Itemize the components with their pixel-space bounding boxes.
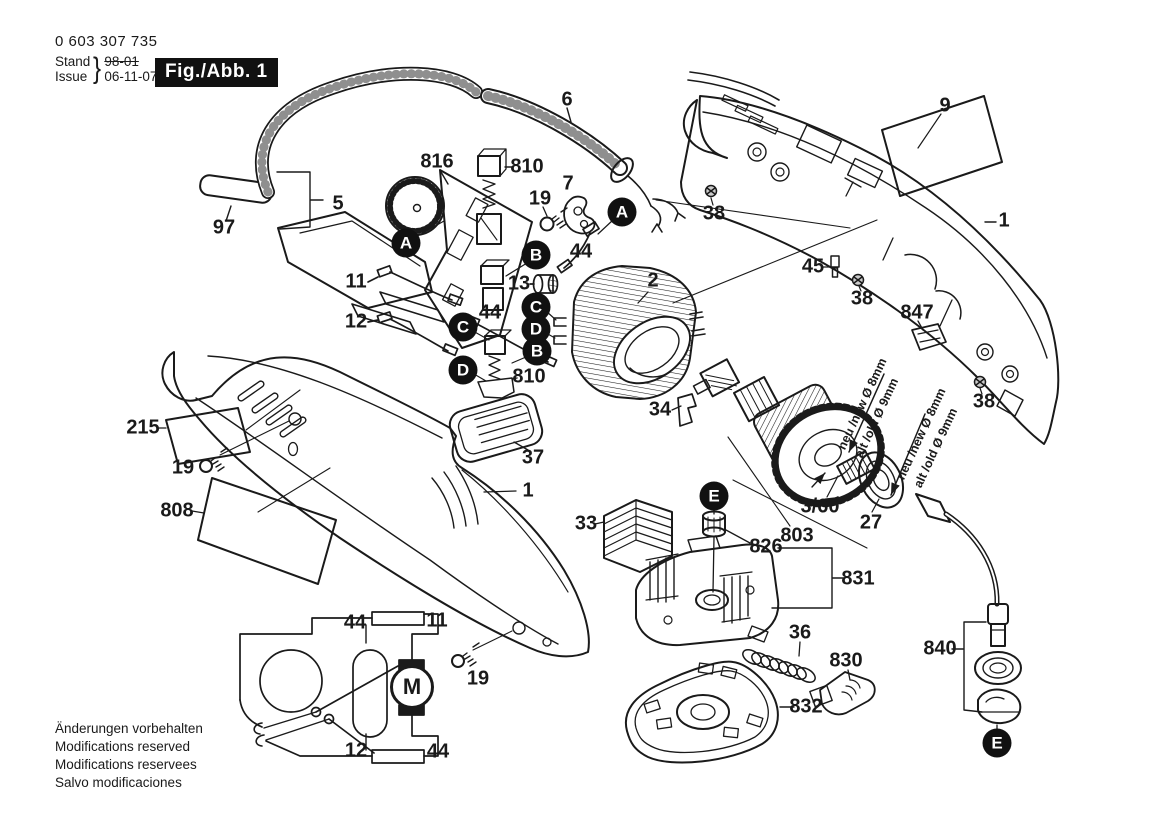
section-marker-e: E bbox=[699, 481, 729, 511]
part-callout-832: 832 bbox=[789, 695, 823, 718]
section-marker-c: C bbox=[448, 312, 478, 342]
part-callout-44: 44 bbox=[569, 240, 593, 263]
part-callout-33: 33 bbox=[574, 512, 598, 535]
dimension-arrows bbox=[848, 373, 926, 496]
stator-drawing bbox=[553, 219, 878, 400]
part-callout-34: 34 bbox=[648, 398, 672, 421]
section-marker-d: D bbox=[448, 355, 478, 385]
part-callout-19: 19 bbox=[528, 187, 552, 210]
armature-drawing bbox=[692, 358, 885, 549]
issue-label: Issue bbox=[55, 69, 88, 84]
part-callout-11: 11 bbox=[426, 609, 448, 632]
part-callout-36: 36 bbox=[788, 621, 812, 644]
figure-label: Fig./Abb. 1 bbox=[155, 58, 278, 87]
part-callout-803: 803 bbox=[780, 524, 814, 547]
section-marker-a: A bbox=[391, 228, 421, 258]
part-callout-45: 45 bbox=[801, 255, 825, 278]
part-callout-810: 810 bbox=[512, 365, 546, 388]
stand-label: Stand bbox=[55, 54, 91, 69]
part-callout-27: 27 bbox=[859, 511, 883, 534]
cable-sleeve-drawing bbox=[480, 88, 851, 233]
power-cord-drawing bbox=[199, 66, 483, 335]
part-callout-847: 847 bbox=[900, 301, 934, 324]
part-callout-6: 6 bbox=[561, 88, 573, 111]
part-callout-12: 12 bbox=[344, 739, 368, 762]
upper-housing-drawing bbox=[680, 71, 1060, 445]
section-marker-b: B bbox=[521, 240, 551, 270]
part-callout-816: 816 bbox=[420, 150, 454, 173]
part-callout-7: 7 bbox=[562, 172, 574, 195]
part-callout-1: 1 bbox=[998, 209, 1010, 232]
part-callout-37: 37 bbox=[521, 446, 545, 469]
part-callout-11: 11 bbox=[345, 270, 367, 293]
bearing-drawing bbox=[857, 451, 905, 509]
part-callout-38: 38 bbox=[850, 287, 874, 310]
part-callout-810: 810 bbox=[510, 155, 544, 178]
issue-date: 06-11-07 bbox=[104, 69, 158, 84]
part-callout-831: 831 bbox=[841, 567, 875, 590]
legal-notice: Änderungen vorbehalten Modifications res… bbox=[55, 720, 203, 792]
motor-symbol: M bbox=[390, 665, 434, 709]
carrier-plate-drawing bbox=[635, 505, 846, 647]
legal-line-fr: Modifications reservees bbox=[55, 757, 197, 772]
screw-and-clamp-drawing bbox=[539, 195, 596, 235]
section-marker-a: A bbox=[607, 197, 637, 227]
legal-line-en: Modifications reserved bbox=[55, 739, 191, 754]
legal-line-es: Salvo modificaciones bbox=[55, 775, 182, 790]
lower-housing-drawing bbox=[156, 351, 590, 668]
part-callout-826: 826 bbox=[749, 535, 783, 558]
part-number: 0 603 307 735 bbox=[55, 33, 158, 50]
part-callout-5: 5 bbox=[332, 192, 344, 215]
part-callout-840: 840 bbox=[923, 637, 957, 660]
section-marker-e: E bbox=[982, 728, 1012, 758]
part-callout-44: 44 bbox=[343, 611, 367, 634]
part-callout-9: 9 bbox=[939, 94, 951, 117]
part-callout-44: 44 bbox=[478, 301, 502, 324]
sanding-plate-drawing bbox=[624, 641, 876, 764]
part-callout-38: 38 bbox=[972, 390, 996, 413]
part-callout-19: 19 bbox=[466, 667, 490, 690]
part-callout-97: 97 bbox=[212, 216, 236, 239]
old-date: 98-01 bbox=[104, 54, 139, 69]
part-callout-12: 12 bbox=[344, 310, 368, 333]
part-callout-19: 19 bbox=[171, 456, 195, 479]
part-callout-3-60: 3/60 bbox=[800, 495, 840, 518]
part-callout-1: 1 bbox=[522, 479, 534, 502]
heatsink-drawing bbox=[594, 499, 673, 573]
part-callout-808: 808 bbox=[160, 499, 194, 522]
part-callout-2: 2 bbox=[647, 269, 659, 292]
small-fasteners-drawing bbox=[704, 184, 987, 395]
legal-line-de: Änderungen vorbehalten bbox=[55, 721, 203, 736]
section-marker-d: D bbox=[521, 314, 551, 344]
part-callout-13: 13 bbox=[507, 272, 531, 295]
part-callout-830: 830 bbox=[829, 649, 863, 672]
section-marker-b: B bbox=[522, 336, 552, 366]
part-callout-44: 44 bbox=[426, 740, 450, 763]
clip-drawing bbox=[671, 393, 697, 427]
title-block: 0 603 307 735 Stand Issue } 98-01 06-11-… bbox=[55, 33, 157, 86]
part-callout-38: 38 bbox=[702, 202, 726, 225]
flexible-attachment-drawing bbox=[915, 493, 1022, 734]
brace-glyph: } bbox=[93, 52, 102, 85]
part-callout-215: 215 bbox=[126, 416, 160, 439]
